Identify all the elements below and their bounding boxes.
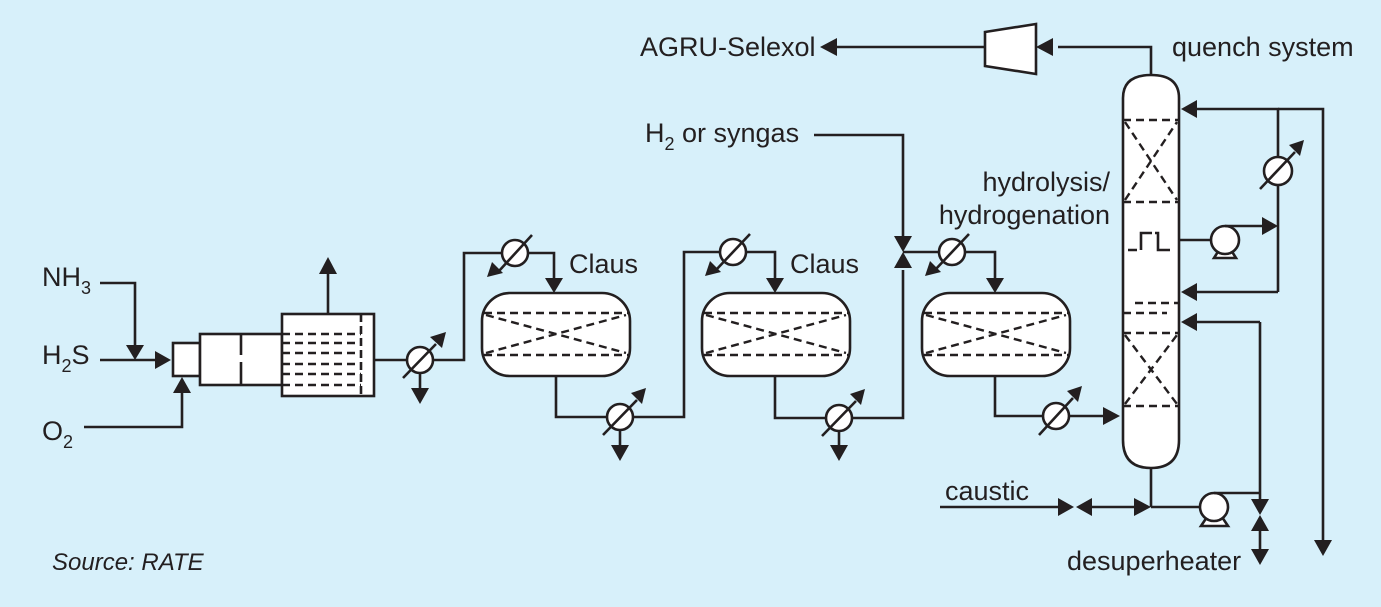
nh3-label: NH3: [42, 262, 91, 298]
feed-nh3: NH3: [42, 262, 144, 360]
arrow-icon: [173, 377, 191, 393]
mixer: [814, 133, 939, 268]
reaction-furnace: [171, 332, 284, 387]
quench-column: [1121, 73, 1181, 470]
sulfur-condenser-2: [602, 250, 720, 461]
bottoms-pump: [940, 313, 1269, 565]
steam-out-arrow-icon: [319, 257, 337, 274]
claus-reactor-1: [480, 291, 632, 419]
feed-o2: O2: [42, 377, 191, 452]
sulfur-out-arrow-icon: [830, 445, 848, 461]
arrow-icon: [126, 345, 144, 360]
cooler-4: [1038, 386, 1120, 436]
claus-1-label: Claus: [569, 249, 638, 279]
h2s-label: H2S: [42, 340, 90, 376]
compressor: [820, 22, 1153, 76]
o2-label: O2: [42, 416, 73, 452]
feed-h2s: H2S: [42, 340, 171, 376]
claus-2-label: Claus: [790, 249, 859, 279]
heater-3: [925, 233, 1004, 293]
quench-cooler: [1181, 100, 1332, 556]
desuperheater-label: desuperheater: [1067, 546, 1241, 576]
agru-selexol-label: AGRU-Selexol: [640, 32, 816, 62]
h2-syngas-label: H2 or syngas: [645, 118, 799, 154]
sulfur-condenser-3: [821, 270, 905, 461]
arrow-icon: [155, 351, 171, 369]
sulfur-out-arrow-icon: [411, 388, 429, 404]
hydrogenation-reactor: [920, 291, 1072, 418]
hydrolysis-label-1: hydrolysis/: [982, 167, 1110, 197]
source-label: Source: RATE: [52, 549, 205, 576]
circulation-pump: [1179, 217, 1278, 260]
waste-heat-boiler: [280, 257, 376, 398]
sulfur-out-arrow-icon: [611, 445, 629, 461]
reheater-2: [705, 233, 784, 293]
quench-system-label: quench system: [1172, 32, 1354, 62]
hydrolysis-label-2: hydrogenation: [939, 200, 1110, 230]
reheater-1: [487, 234, 563, 293]
sulfur-condenser-1: [374, 251, 502, 404]
purge-arrow-icon: [1314, 540, 1332, 556]
caustic-label: caustic: [945, 476, 1029, 506]
claus-reactor-2: [700, 291, 852, 420]
